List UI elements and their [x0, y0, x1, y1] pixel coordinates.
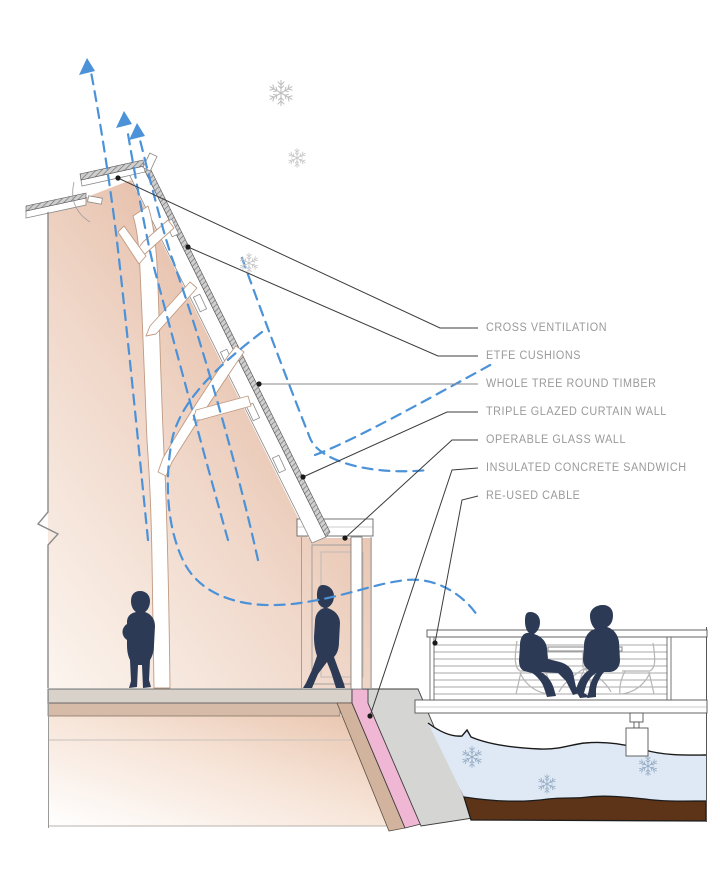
annotation-re-used-cable: RE-USED CABLE — [486, 490, 581, 502]
concrete-band — [367, 688, 474, 827]
people — [122, 585, 620, 698]
deck-pier-foundation — [625, 727, 649, 757]
railing-post — [429, 636, 435, 701]
left-wall-break-line — [36, 212, 60, 688]
door-jamb — [350, 536, 363, 690]
snowflake-icon — [288, 149, 306, 168]
airflow-up-1 — [89, 70, 150, 542]
annotation-cross-ventilation: CROSS VENTILATION — [486, 322, 608, 334]
leader-operable-glass — [344, 439, 478, 539]
airflow-loop — [166, 330, 479, 617]
annotation-whole-tree-round-timber: WHOLE TREE ROUND TIMBER — [486, 378, 657, 390]
person-walking — [303, 585, 345, 688]
insulation-band — [351, 688, 422, 829]
chair-left — [514, 640, 548, 672]
frozen-water — [427, 722, 707, 802]
ridge-vent-flap — [72, 152, 158, 223]
chair-right — [622, 642, 656, 672]
snowflake-icon — [269, 80, 294, 105]
leader-lines — [117, 177, 479, 717]
annotation-insulated-concrete-sandwich: INSULATED CONCRETE SANDWICH — [486, 462, 687, 474]
soil — [463, 795, 707, 822]
floor-slab — [47, 688, 474, 832]
snowflake-icon — [239, 253, 258, 273]
airflow-up-3 — [138, 138, 260, 562]
person-seated-right — [576, 605, 620, 698]
tree-trunk — [132, 205, 171, 689]
terrace-deck — [414, 699, 708, 757]
sky-snowflakes — [239, 80, 306, 273]
airflow-paths — [89, 70, 494, 617]
leader-insulated-sandwich — [369, 467, 479, 717]
person-standing — [122, 591, 155, 688]
person-seated-right-leg — [587, 670, 604, 698]
airflow-roof — [240, 256, 430, 473]
annotation-etfe-cushions: ETFE CUSHIONS — [486, 350, 582, 362]
airflow-out-high — [313, 362, 494, 457]
leader-dots — [115, 175, 438, 719]
tree-branch — [117, 225, 147, 265]
leader-etfe-cushions — [187, 246, 478, 357]
cable-railing — [426, 629, 708, 701]
person-seated-left — [519, 612, 582, 697]
annotation-operable-glass-wall: OPERABLE GLASS WALL — [486, 434, 627, 446]
airflow-arrowheads — [79, 58, 145, 140]
leader-cross-ventilation — [117, 177, 478, 329]
building-interior — [48, 180, 372, 688]
railing-top-rail — [426, 629, 708, 638]
railing-post — [666, 636, 672, 701]
tree-branch — [192, 395, 252, 421]
annotation-triple-glazed-curtain-wall: TRIPLE GLAZED CURTAIN WALL — [486, 406, 667, 418]
leader-re-used-cable — [434, 495, 479, 644]
deck-pier-post — [629, 712, 644, 723]
leader-triple-glazed — [302, 411, 478, 478]
flap-swing-arc — [72, 181, 91, 223]
